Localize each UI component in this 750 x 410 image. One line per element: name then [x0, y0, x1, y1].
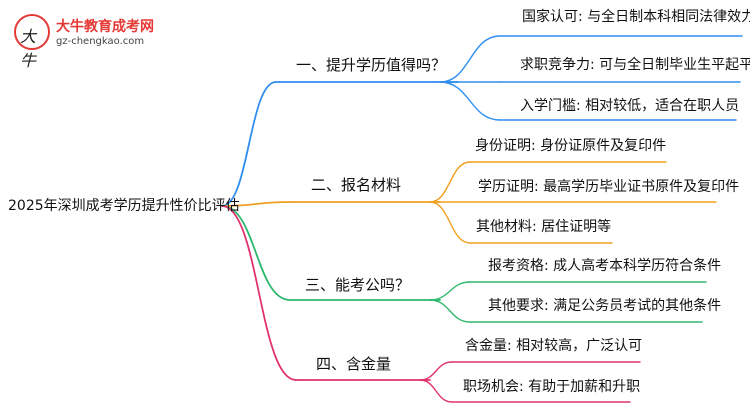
- leaf-1-1-curve: [439, 35, 501, 83]
- logo-badge-icon: 大牛: [14, 14, 50, 70]
- logo: 大牛 大牛教育成考网 gz-chengkao.com: [14, 14, 164, 70]
- branch-1-curve: [221, 81, 277, 207]
- leaf-1-2: 求职竞争力: 可与全日制毕业生平起平坐: [520, 57, 750, 73]
- branch-4-curve: [221, 205, 297, 381]
- leaf-3-2: 其他要求: 满足公务员考试的其他条件: [488, 298, 722, 314]
- leaf-1-1: 国家认可: 与全日制本科相同法律效力: [522, 9, 750, 25]
- branch-1-label: 一、提升学历值得吗？: [296, 56, 447, 74]
- leaf-4-2: 职场机会: 有助于加薪和升职: [463, 379, 641, 395]
- branch-2-curve: [221, 201, 291, 207]
- leaf-4-1: 含金量: 相对较高，广泛认可: [465, 338, 643, 354]
- logo-url: gz-chengkao.com: [56, 36, 145, 47]
- leaf-3-2-curve: [429, 299, 471, 323]
- leaf-2-3-curve: [429, 201, 471, 244]
- branch-4-label: 四、含金量: [316, 355, 392, 373]
- leaf-4-1-curve: [419, 361, 453, 381]
- branch-3-curve: [221, 205, 291, 301]
- leaf-1-3-curve: [439, 81, 501, 121]
- logo-name: 大牛教育成考网: [56, 19, 154, 35]
- leaf-2-1: 身份证明: 身份证原件及复印件: [475, 138, 667, 154]
- leaf-1-3: 入学门槛: 相对较低，适合在职人员: [520, 98, 740, 114]
- leaf-4-2-curve: [419, 379, 453, 403]
- branch-2-label: 二、报名材料: [311, 176, 402, 194]
- leaf-2-1-curve: [429, 161, 471, 203]
- leaf-3-1-curve: [429, 281, 471, 301]
- leaf-3-1: 报考资格: 成人高考本科学历符合条件: [488, 258, 722, 274]
- root-topic: 2025年深圳成考学历提升性价比评估: [8, 198, 240, 214]
- branch-3-label: 三、能考公吗？: [305, 276, 411, 294]
- leaf-2-3: 其他材料: 居住证明等: [476, 219, 612, 235]
- logo-badge-text: 大牛: [20, 27, 37, 70]
- leaf-2-2: 学历证明: 最高学历毕业证书原件及复印件: [478, 179, 740, 195]
